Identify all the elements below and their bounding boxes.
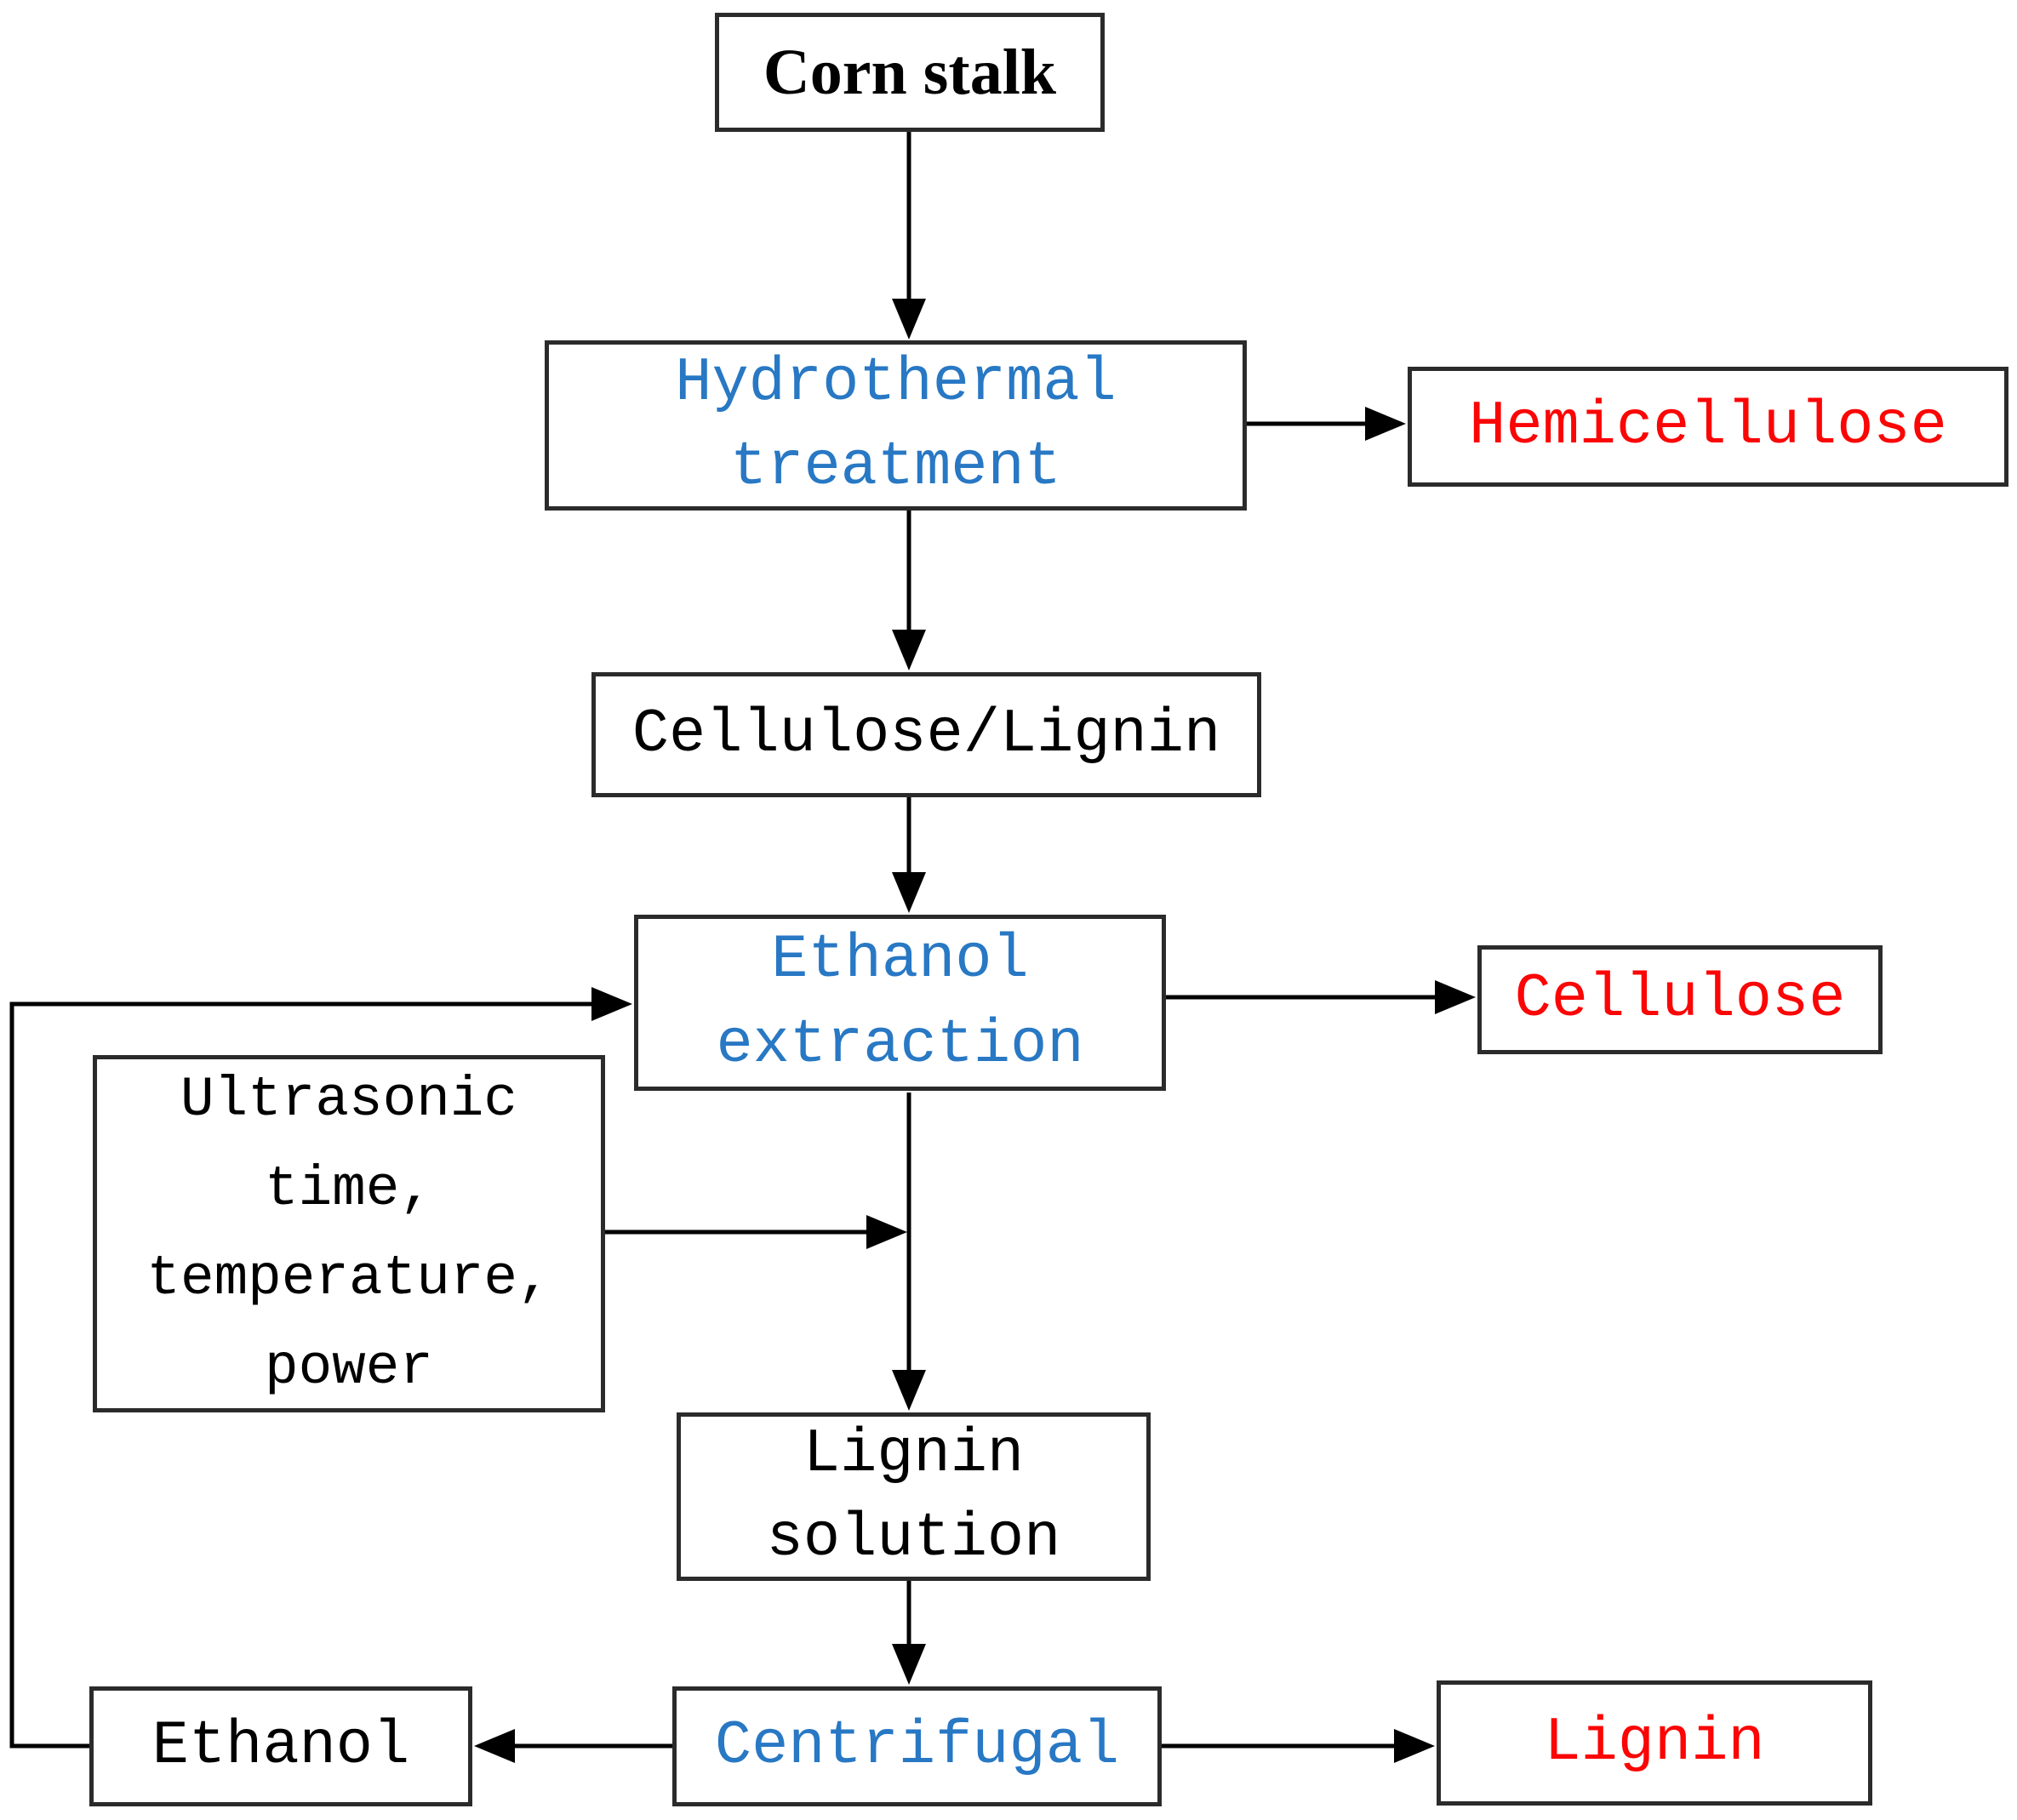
node-centrifugal: Centrifugal: [672, 1686, 1162, 1806]
node-cellulose-label: Cellulose: [1514, 964, 1846, 1035]
node-lignin: Lignin: [1437, 1680, 1872, 1806]
arrow-corn-stalk-to-hydrothermal: [892, 131, 926, 339]
node-ethanol-extraction-label: Ethanol extraction: [716, 925, 1084, 1080]
node-ultrasonic-parameters: Ultrasonic time, temperature, power: [93, 1055, 605, 1412]
arrow-lignin-solution-to-centrifugal: [892, 1581, 926, 1685]
arrow-centrifugal-to-ethanol: [474, 1729, 672, 1763]
node-corn-stalk-label: Corn stalk: [763, 36, 1057, 108]
arrow-centrifugal-to-lignin: [1162, 1729, 1435, 1763]
node-cellulose: Cellulose: [1477, 945, 1883, 1054]
node-ethanol: Ethanol: [89, 1686, 472, 1806]
node-lignin-solution-label: Lignin solution: [766, 1418, 1061, 1573]
arrow-hydrothermal-to-hemicellulose: [1247, 407, 1406, 441]
arrow-ethanol-extraction-to-lignin-solution: [892, 1093, 926, 1411]
node-lignin-solution: Lignin solution: [677, 1412, 1151, 1581]
node-hemicellulose: Hemicellulose: [1408, 367, 2008, 487]
node-hydrothermal-treatment: Hydrothermal treatment: [545, 340, 1247, 511]
node-hemicellulose-label: Hemicellulose: [1469, 391, 1947, 461]
node-corn-stalk: Corn stalk: [715, 13, 1105, 132]
node-hydrothermal-treatment-label: Hydrothermal treatment: [675, 347, 1117, 502]
arrow-ultrasonic-parameters-to-process-line: [605, 1215, 907, 1249]
node-ethanol-label: Ethanol: [151, 1710, 410, 1781]
arrow-hydrothermal-to-cellulose-lignin: [892, 511, 926, 670]
node-cellulose-lignin-label: Cellulose/Lignin: [631, 699, 1221, 769]
node-lignin-label: Lignin: [1544, 1707, 1765, 1777]
arrow-cellulose-lignin-to-ethanol-extraction: [892, 797, 926, 913]
arrow-ethanol-extraction-to-cellulose: [1164, 980, 1476, 1014]
node-ethanol-extraction: Ethanol extraction: [634, 915, 1166, 1091]
node-centrifugal-label: Centrifugal: [714, 1710, 1120, 1781]
arrow-ethanol-recycle-to-ethanol-extraction: [9, 987, 632, 1749]
node-ultrasonic-parameters-label: Ultrasonic time, temperature, power: [146, 1068, 551, 1400]
node-cellulose-lignin: Cellulose/Lignin: [591, 672, 1261, 797]
